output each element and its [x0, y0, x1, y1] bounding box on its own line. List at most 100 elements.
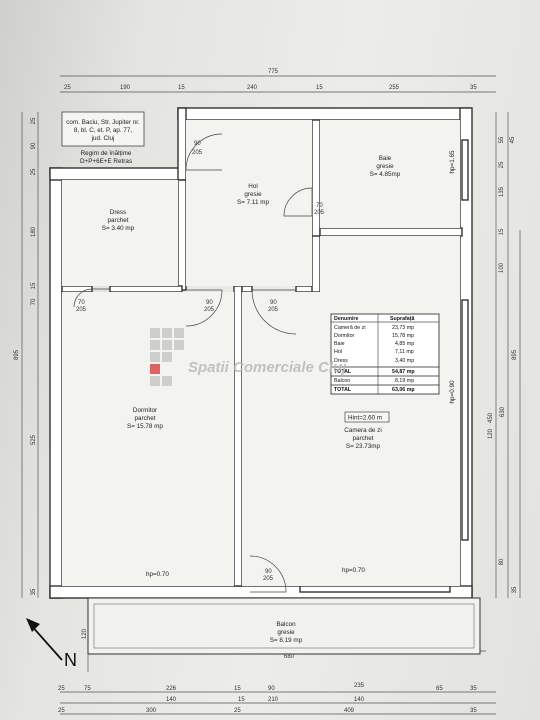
table-row-value: 7,11 mp: [395, 349, 414, 355]
height-labels: hp=1.65 hp=0.70 hp=0.70 hp=0.90 Hint=2.6…: [146, 150, 456, 578]
dim-bottom-1: 235: [354, 683, 365, 689]
dim-bottom-1: 25: [58, 686, 65, 692]
hint-height: Hint=2.60 m: [348, 415, 382, 422]
door-dorm-width: 90: [206, 300, 213, 306]
dress-surface: S= 3.40 mp: [102, 225, 135, 232]
door-hol-width: 90: [194, 141, 201, 147]
dim-right-part: 135: [499, 186, 505, 197]
baie-area: [320, 120, 460, 228]
dim-right-part: 55: [499, 136, 505, 143]
balcon-finish: gresie: [277, 629, 295, 636]
hp-baie: hp=1.65: [449, 150, 456, 173]
table-row-name: TOTAL: [334, 387, 352, 393]
dormitor-name: Dormitor: [133, 407, 157, 414]
door-dorm-height: 205: [204, 307, 215, 313]
door-baie-height: 205: [314, 210, 325, 216]
balcony: [87, 597, 481, 655]
dress-area: [62, 180, 178, 286]
room-labels: Hol gresie S= 7.11 mp Baie gresie S= 4.8…: [102, 155, 401, 644]
dormitor-finish: parchet: [134, 415, 155, 422]
dim-right-part: 45: [510, 136, 516, 143]
address-box: com. Baciu, Str. Jupiter nr. 8, bl. C, e…: [61, 111, 145, 165]
dim-left-part: 70: [31, 298, 37, 305]
door-hol-height: 205: [192, 150, 203, 156]
address-line-2: 8, bl. C, et. P, ap. 77,: [74, 127, 133, 134]
dim-right-outer: 895: [512, 349, 518, 360]
dim-top-total: 775: [268, 69, 279, 75]
table-row-name: Hol: [334, 349, 342, 355]
balcon-name: Balcon: [276, 621, 296, 628]
dim-right-part: 120: [488, 428, 494, 439]
hp-camera-right: hp=0.90: [449, 380, 456, 403]
hp-camera: hp=0.70: [342, 567, 365, 574]
doors: [73, 133, 313, 593]
door-baie-width: 70: [316, 203, 323, 209]
dress-finish: parchet: [107, 217, 128, 224]
table-row-value: 54,87 mp: [392, 369, 415, 375]
dim-balcony-width: 680: [284, 654, 295, 660]
dim-bottom-2: 15: [238, 697, 245, 703]
dim-bottom-1: 35: [470, 686, 477, 692]
dim-bottom-3: 300: [146, 708, 157, 714]
dim-bottom-1: 226: [166, 686, 177, 692]
watermark: Spatii Comerciale Cluj: [150, 328, 347, 386]
table-row-name: Dress: [334, 358, 348, 364]
table-row-name: Baie: [334, 341, 345, 347]
table-row-value: 3,40 mp: [395, 358, 414, 364]
dim-left-part: 35: [31, 588, 37, 595]
dim-right-part: 100: [499, 262, 505, 273]
dim-bottom-1: 75: [84, 686, 91, 692]
table-row-value: 63,06 mp: [392, 387, 415, 393]
dormitor-area: [62, 292, 234, 586]
table-row-name: Balcon: [334, 378, 350, 384]
table-row-name: TOTAL: [334, 369, 352, 375]
dimension-numbers: 775 25 190 15 240 15 255 35 895 25 90 25…: [14, 69, 518, 714]
dim-right-part: 25: [499, 161, 505, 168]
dim-right-inner: 630: [500, 406, 506, 417]
regime-line-1: Regim de înălțime: [81, 150, 132, 157]
dim-bottom-3: 35: [470, 708, 477, 714]
dim-left-part: 90: [31, 142, 37, 149]
dim-right-part: 450: [488, 412, 494, 423]
table-row-name: Dormitor: [334, 333, 355, 339]
dim-top-part: 255: [389, 85, 400, 91]
table-header-area: Suprafață: [390, 316, 414, 322]
dim-left-total: 895: [14, 349, 20, 360]
address-line-3: jud. Cluj: [91, 135, 115, 142]
camera-surface: S= 23.73mp: [346, 443, 381, 450]
table-row-value: 8,19 mp: [395, 378, 414, 384]
balcon-surface: S= 8.19 mp: [270, 637, 303, 644]
dress-name: Dress: [110, 209, 126, 216]
dim-bottom-3: 409: [344, 708, 355, 714]
dim-top-part: 190: [120, 85, 131, 91]
door-dress-height: 205: [76, 307, 87, 313]
dim-balcony-depth: 120: [82, 628, 88, 639]
baie-name: Baie: [379, 155, 392, 162]
dim-bottom-3: 25: [234, 708, 241, 714]
dim-bottom-2: 210: [268, 697, 279, 703]
hol-surface: S= 7.11 mp: [237, 199, 269, 206]
dim-left-part: 15: [31, 282, 37, 289]
door-balcon-width: 90: [265, 569, 272, 575]
dim-left-part: 25: [31, 168, 37, 175]
dormitor-surface: S= 15.78 mp: [127, 423, 163, 430]
table-header-name: Denumire: [334, 316, 358, 322]
table-row-value: 23,73 mp: [392, 325, 414, 331]
door-zi-width: 90: [270, 300, 277, 306]
camera-upper-area: [320, 236, 460, 292]
door-balcon-height: 205: [263, 576, 274, 582]
camera-name: Camera de zi: [344, 427, 381, 434]
baie-finish: gresie: [376, 163, 394, 170]
table-row-value: 15,78 mp: [392, 333, 414, 339]
watermark-text: Spatii Comerciale Cluj: [188, 359, 347, 376]
dim-bottom-3: 25: [58, 708, 65, 714]
dim-bottom-2: 140: [166, 697, 177, 703]
north-label: N: [64, 650, 77, 670]
dim-left-part: 25: [31, 117, 37, 124]
dim-right-part: 35: [512, 586, 518, 593]
dim-bottom-1: 65: [436, 686, 443, 692]
dim-bottom-1: 15: [234, 686, 241, 692]
regime-line-2: D+P+6E+E Retras: [80, 158, 132, 165]
dim-left-part: 180: [31, 226, 37, 237]
